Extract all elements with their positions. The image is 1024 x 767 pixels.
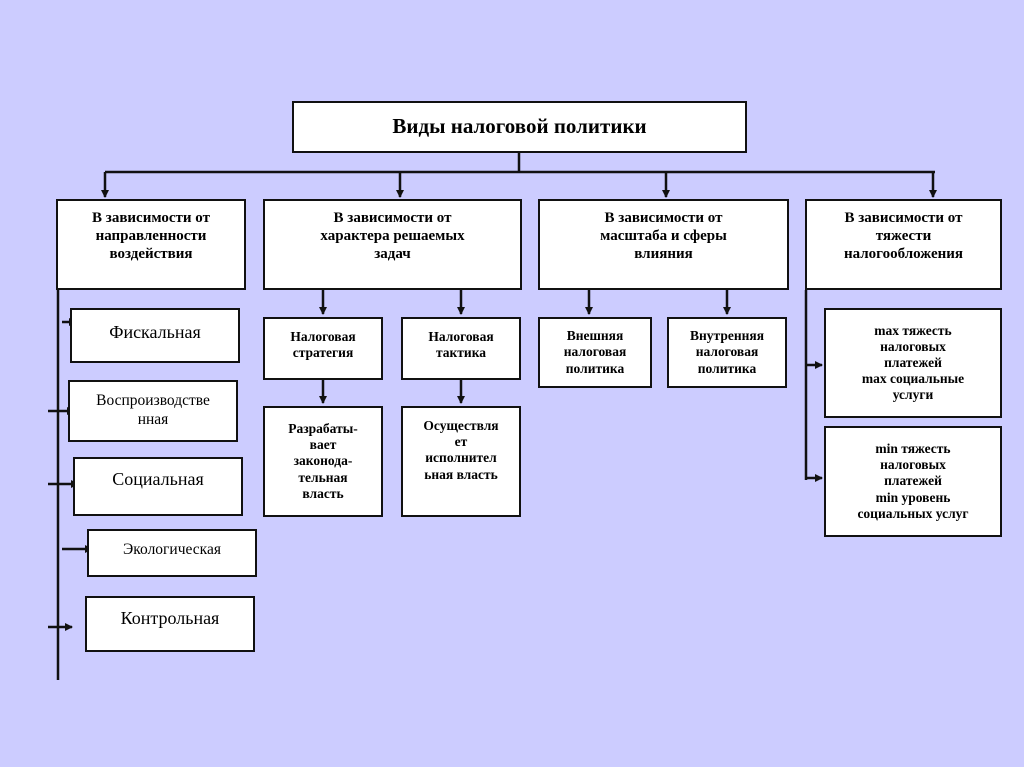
direction-ecological: Экологическая (87, 529, 257, 577)
tasks-strategy: Налоговая стратегия (263, 317, 383, 380)
direction-control: Контрольная (85, 596, 255, 652)
direction-social: Социальная (73, 457, 243, 516)
severity-min: min тяжесть налоговых платежей min урове… (824, 426, 1002, 537)
tasks-strategy-detail: Разрабаты- вает законода- тельная власть (263, 406, 383, 517)
tasks-tactic: Налоговая тактика (401, 317, 521, 380)
direction-fiscal: Фискальная (70, 308, 240, 363)
tasks-tactic-detail: Осуществля ет исполнител ьная власть (401, 406, 521, 517)
scale-internal: Внутренняя налоговая политика (667, 317, 787, 388)
category-direction: В зависимости от направленности воздейст… (56, 199, 246, 290)
severity-max: max тяжесть налоговых платежей max социа… (824, 308, 1002, 418)
scale-external: Внешняя налоговая политика (538, 317, 652, 388)
category-scale: В зависимости от масштаба и сферы влияни… (538, 199, 789, 290)
category-tasks: В зависимости от характера решаемых зада… (263, 199, 522, 290)
diagram-title: Виды налоговой политики (292, 101, 747, 153)
category-severity: В зависимости от тяжести налогообложения (805, 199, 1002, 290)
direction-reproductive: Воспроизводстве нная (68, 380, 238, 442)
